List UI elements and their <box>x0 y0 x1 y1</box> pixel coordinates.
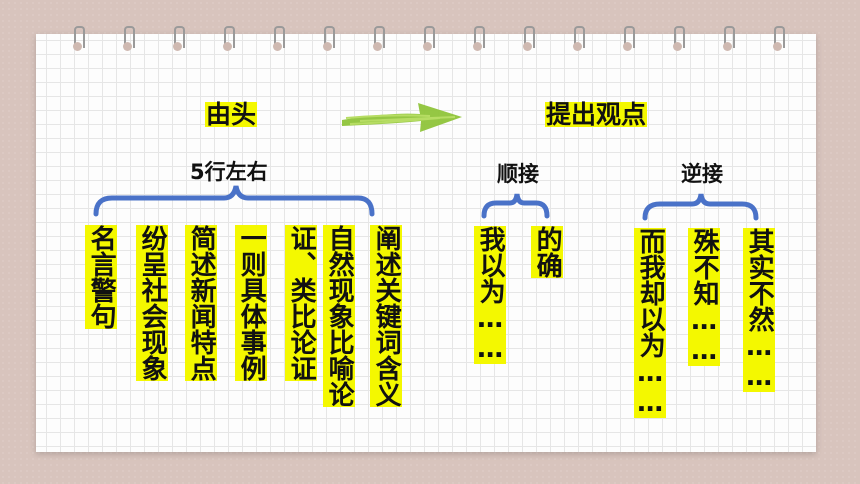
ring-icon <box>474 26 485 48</box>
forward-caption: 顺接 <box>497 162 539 186</box>
ring-hole <box>673 42 682 51</box>
ring-hole <box>773 42 782 51</box>
notebook-rings <box>36 26 816 66</box>
ring-hole <box>473 42 482 51</box>
ring-icon <box>574 26 585 48</box>
reverse-item-2: 殊不知…… <box>688 228 721 366</box>
right-heading: 提出观点 <box>545 100 648 129</box>
ring-icon <box>424 26 435 48</box>
reverse-item-1: 而我却以为…… <box>634 228 667 418</box>
ring-hole <box>73 42 82 51</box>
left-item-1: 名言警句 <box>85 225 118 329</box>
left-item-7: 阐述关键词含义 <box>370 225 403 407</box>
ring-icon <box>124 26 135 48</box>
ring-icon <box>324 26 335 48</box>
left-item-3: 简述新闻特点 <box>185 225 218 381</box>
ring-icon <box>674 26 685 48</box>
left-caption: 5行左右 <box>190 160 268 184</box>
left-item-6: 自然现象比喻论 <box>323 225 356 407</box>
left-item-2: 纷呈社会现象 <box>136 225 169 381</box>
ring-icon <box>374 26 385 48</box>
left-item-5: 证、类比论证 <box>285 225 318 381</box>
ring-hole <box>723 42 732 51</box>
forward-item-2: 的确 <box>531 226 564 278</box>
ring-icon <box>624 26 635 48</box>
left-heading: 由头 <box>205 100 258 129</box>
ring-icon <box>524 26 535 48</box>
ring-icon <box>174 26 185 48</box>
ring-icon <box>74 26 85 48</box>
ring-hole <box>523 42 532 51</box>
ring-hole <box>123 42 132 51</box>
left-brace <box>93 185 375 217</box>
forward-brace <box>481 193 550 219</box>
reverse-item-3: 其实不然…… <box>743 228 776 392</box>
ring-hole <box>573 42 582 51</box>
forward-item-1: 我以为…… <box>474 226 507 364</box>
green-right-arrow-icon <box>342 103 462 132</box>
ring-hole <box>223 42 232 51</box>
ring-hole <box>373 42 382 51</box>
ring-icon <box>724 26 735 48</box>
reverse-caption: 逆接 <box>681 162 723 186</box>
ring-icon <box>274 26 285 48</box>
ring-icon <box>774 26 785 48</box>
ring-hole <box>273 42 282 51</box>
ring-icon <box>224 26 235 48</box>
ring-hole <box>323 42 332 51</box>
left-item-4: 一则具体事例 <box>235 225 268 381</box>
ring-hole <box>173 42 182 51</box>
ring-hole <box>623 42 632 51</box>
ring-hole <box>423 42 432 51</box>
reverse-brace <box>642 193 759 221</box>
